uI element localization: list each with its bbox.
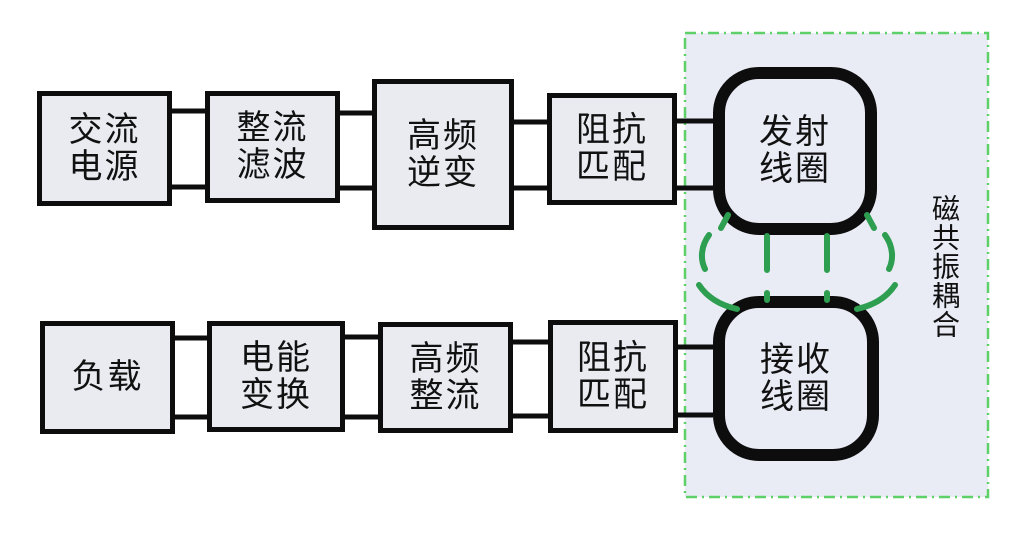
ac-source-block: 交流 电源 [37,91,172,206]
impedance-matching-bottom-block: 阻抗 匹配 [548,320,678,433]
impedance-matching-top-label-line1: 阻抗 [576,112,648,149]
impedance-matching-bottom-label-line1: 阻抗 [577,339,649,377]
rectifier-filter-block: 整流 滤波 [205,91,340,203]
ac-source-label-line1: 交流 [68,111,141,149]
hf-rectifier-label-line1: 高频 [409,340,482,378]
receive-coil-label-line1: 接收 [760,341,832,379]
receive-coil-label-line2: 线圈 [760,378,832,416]
load-block: 负载 [40,321,175,434]
transmit-coil-label-line1: 发射 [759,114,831,151]
hf-rectifier-label-line2: 整流 [409,377,482,415]
ac-source-label-line2: 电源 [68,148,141,186]
power-conversion-block: 电能 变换 [207,321,345,432]
transmit-coil-label-line2: 线圈 [759,151,831,188]
impedance-matching-top-block: 阻抗 匹配 [547,93,677,205]
connector-lines [172,108,713,420]
hf-inverter-label-line1: 高频 [407,117,479,155]
rectifier-filter-label-line2: 滤波 [236,147,309,184]
power-conversion-label-line2: 变换 [240,376,312,414]
impedance-matching-top-label-line2: 匹配 [576,149,648,186]
transmit-coil-label: 发射 线圈 [719,73,871,229]
impedance-matching-bottom-label-line2: 匹配 [577,376,649,414]
receive-coil-shape [713,296,879,461]
hf-rectifier-block: 高频 整流 [378,322,513,433]
hf-inverter-block: 高频 逆变 [372,79,514,230]
rectifier-filter-label-line1: 整流 [236,110,309,147]
power-conversion-label-line1: 电能 [240,339,312,377]
flux-lines [696,212,898,312]
receive-coil-label: 接收 线圈 [719,302,873,455]
transmit-coil-shape [713,67,877,235]
load-label-line1: 负载 [71,359,144,396]
coupling-region-label: 磁共振耦合 [928,194,959,339]
hf-inverter-label-line2: 逆变 [407,154,479,192]
